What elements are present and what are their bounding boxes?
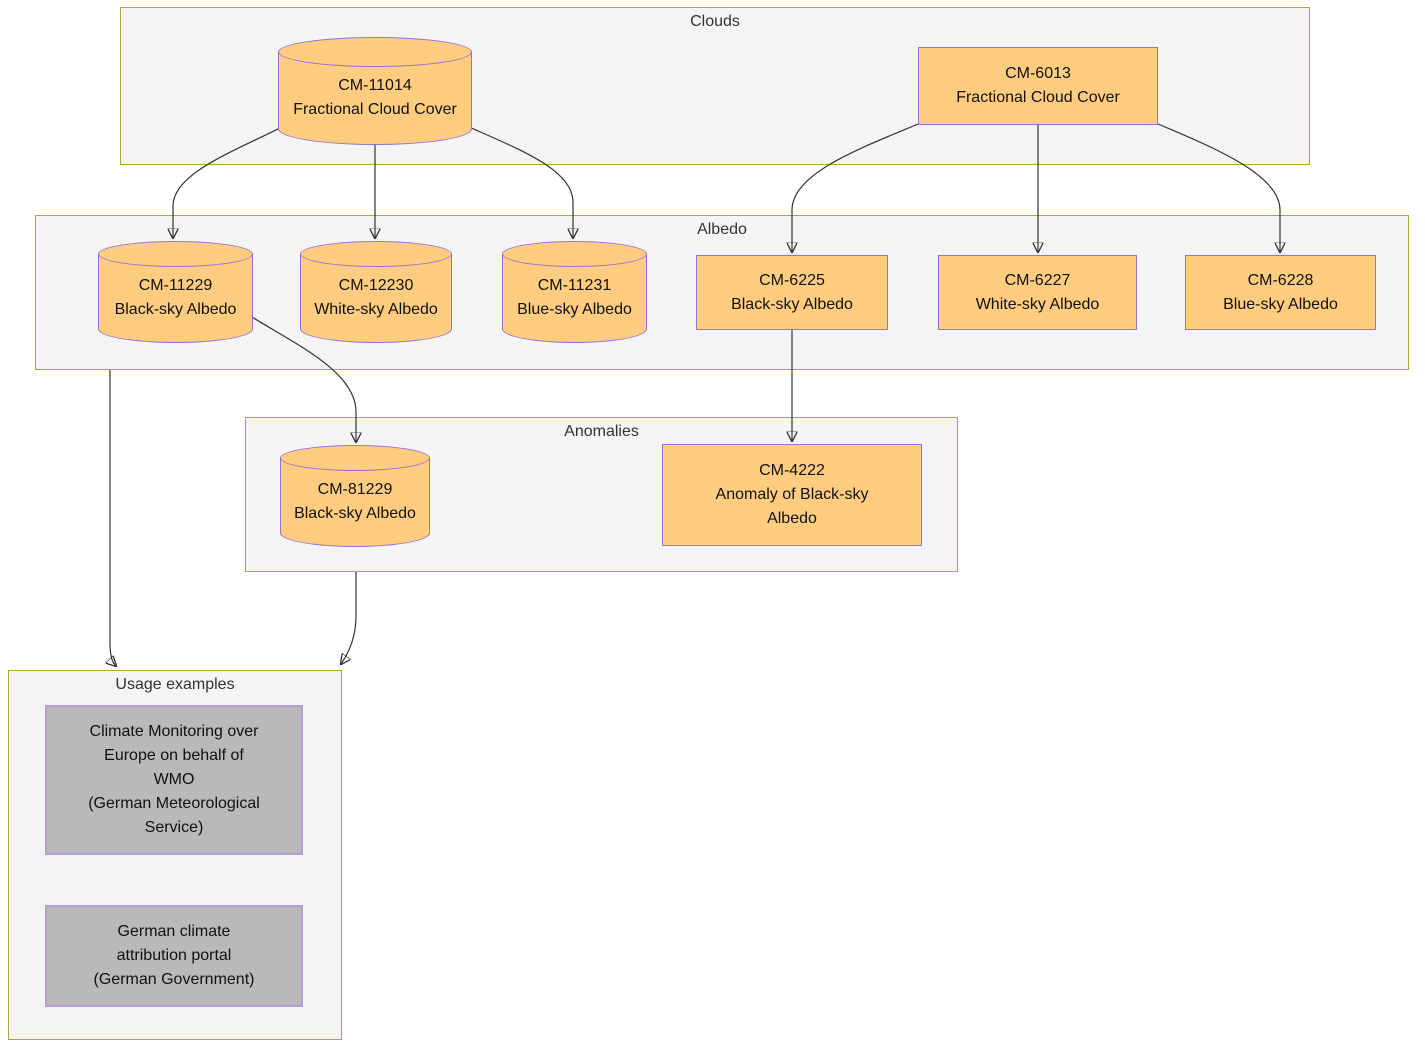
cluster-anomalies-label: Anomalies <box>564 423 639 440</box>
node-usage-example-attribution-portal-label: German climate attribution portal (Germa… <box>93 923 255 988</box>
node-cm-6228: CM-6228 Blue-sky Albedo <box>1185 255 1376 330</box>
cylinder-top <box>280 445 430 471</box>
node-cm-6225: CM-6225 Black-sky Albedo <box>696 255 888 330</box>
cylinder-body: CM-11231 Blue-sky Albedo <box>502 254 647 343</box>
node-cm-11231-label: CM-11231 Blue-sky Albedo <box>517 277 632 318</box>
cluster-usage-examples-label: Usage examples <box>115 676 235 693</box>
node-cm-11229: CM-11229 Black-sky Albedo <box>98 241 253 343</box>
node-cm-4222-label: CM-4222 Anomaly of Black-sky Albedo <box>715 462 869 527</box>
cylinder-top <box>300 241 452 267</box>
node-cm-4222: CM-4222 Anomaly of Black-sky Albedo <box>662 444 922 546</box>
cylinder-top <box>98 241 253 267</box>
node-cm-11231: CM-11231 Blue-sky Albedo <box>502 241 647 343</box>
node-usage-example-climate-monitoring: Climate Monitoring over Europe on behalf… <box>45 705 303 855</box>
node-cm-6225-label: CM-6225 Black-sky Albedo <box>731 271 853 313</box>
node-cm-12230-label: CM-12230 White-sky Albedo <box>314 277 438 318</box>
cylinder-top <box>502 241 647 267</box>
node-cm-6227: CM-6227 White-sky Albedo <box>938 255 1137 330</box>
cylinder-body: CM-11014 Fractional Cloud Cover <box>278 52 472 145</box>
node-cm-81229-label: CM-81229 Black-sky Albedo <box>294 481 416 522</box>
edge-cm11229-usage <box>110 370 116 666</box>
node-usage-example-attribution-portal: German climate attribution portal (Germa… <box>45 905 303 1007</box>
node-cm-6013-label: CM-6013 Fractional Cloud Cover <box>956 65 1120 106</box>
cylinder-body: CM-11229 Black-sky Albedo <box>98 254 253 343</box>
node-usage-example-climate-monitoring-label: Climate Monitoring over Europe on behalf… <box>88 723 260 836</box>
node-cm-6013: CM-6013 Fractional Cloud Cover <box>918 47 1158 125</box>
node-cm-12230: CM-12230 White-sky Albedo <box>300 241 452 343</box>
cylinder-top <box>278 37 472 67</box>
cluster-clouds-label: Clouds <box>690 13 740 30</box>
cylinder-body: CM-81229 Black-sky Albedo <box>280 458 430 547</box>
cylinder-body: CM-12230 White-sky Albedo <box>300 254 452 343</box>
cluster-albedo-label: Albedo <box>697 221 747 238</box>
node-cm-11014: CM-11014 Fractional Cloud Cover <box>278 37 472 145</box>
node-cm-6227-label: CM-6227 White-sky Albedo <box>975 271 1100 313</box>
node-cm-11229-label: CM-11229 Black-sky Albedo <box>114 277 237 318</box>
edge-cm81229-usage <box>341 572 357 664</box>
node-cm-6228-label: CM-6228 Blue-sky Albedo <box>1223 271 1338 313</box>
node-cm-11014-label: CM-11014 Fractional Cloud Cover <box>293 77 457 118</box>
node-cm-81229: CM-81229 Black-sky Albedo <box>280 445 430 547</box>
